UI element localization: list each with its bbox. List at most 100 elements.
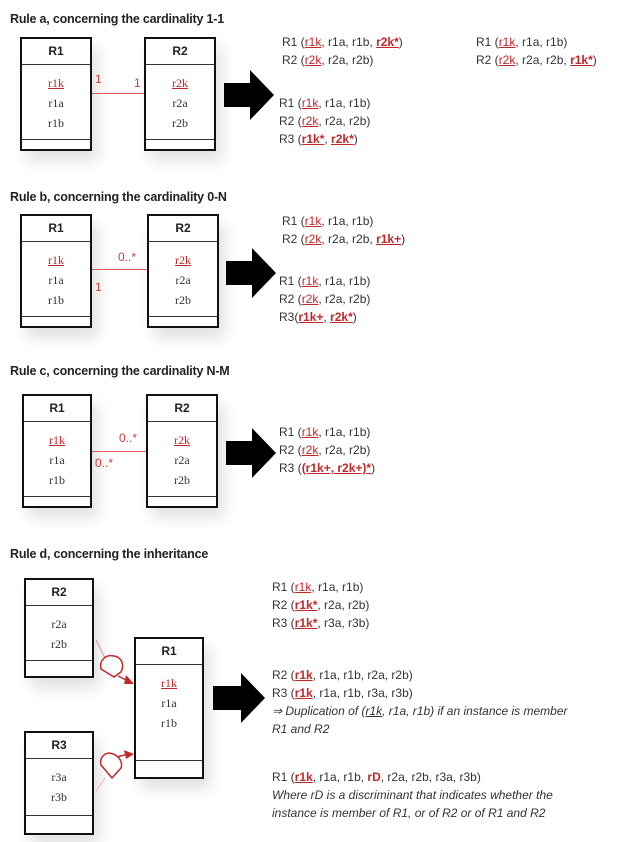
entity-name: R1 bbox=[22, 39, 90, 65]
result-line: R1 (r1k, r1a, r1b) bbox=[279, 425, 371, 439]
rule-d-result-2: R2 (r1k, r1a, r1b, r2a, r2b) R3 (r1k, r1… bbox=[272, 666, 568, 738]
entity-attr: r1a bbox=[48, 96, 64, 110]
entity-key: r1k bbox=[49, 433, 65, 447]
result-text: R2 bbox=[282, 53, 298, 67]
entity-attr: r2a bbox=[175, 273, 191, 287]
result-line: R1 (r1k, r1a, r1b) bbox=[282, 214, 374, 228]
rule-d-entity-r3: R3 r3a r3b bbox=[24, 731, 94, 835]
key-attribute: r1k bbox=[304, 214, 322, 228]
entity-name: R1 bbox=[24, 396, 90, 422]
entity-key: r1k bbox=[48, 76, 64, 90]
result-text: r1a, r1b bbox=[325, 274, 367, 288]
key-attribute: r2k* bbox=[376, 35, 399, 49]
result-text: r2a, r2b bbox=[522, 53, 564, 67]
entity-attr: r2b bbox=[175, 293, 191, 307]
result-text: r2a, r2b bbox=[325, 114, 367, 128]
key-attribute: r2k bbox=[301, 292, 319, 306]
result-text: R1 bbox=[282, 35, 298, 49]
result-text: r1a, r1b, r3a, r3b bbox=[319, 686, 409, 700]
result-text: r1a, r1b, bbox=[319, 770, 368, 784]
entity-key: r2k bbox=[175, 253, 191, 267]
entity-attr: r1a bbox=[48, 273, 64, 287]
entity-attr: r1b bbox=[48, 116, 64, 130]
key-attribute: r2k bbox=[304, 232, 322, 246]
rule-c-title: Rule c, concerning the cardinality N-M bbox=[10, 364, 230, 378]
result-text: r2a, r2b bbox=[328, 232, 370, 246]
result-line: R2 (r2k, r2a, r2b) bbox=[279, 292, 371, 306]
entity-attr: r2a bbox=[174, 453, 190, 467]
right-block-arrow-icon bbox=[224, 70, 274, 120]
entity-attr: r2b bbox=[174, 473, 190, 487]
result-text: , r1a, r1b) if an instance is member bbox=[382, 704, 568, 718]
entity-attr: r1b bbox=[48, 293, 64, 307]
result-text: r1a, r1b bbox=[325, 96, 367, 110]
entity-key: r2k bbox=[172, 76, 188, 90]
key-attribute: r2k bbox=[301, 443, 319, 457]
result-text: R1 bbox=[279, 96, 295, 110]
key-attribute: r1k bbox=[294, 770, 313, 784]
entity-attr: r1a bbox=[49, 453, 65, 467]
rule-c-entity-r1: R1 r1k r1a r1b bbox=[22, 394, 92, 508]
rule-a-relationship-line bbox=[92, 93, 144, 94]
result-text: R2 bbox=[279, 443, 295, 457]
key-attribute: r2k bbox=[304, 53, 322, 67]
rule-d-title: Rule d, concerning the inheritance bbox=[10, 547, 209, 561]
result-text: R2 bbox=[476, 53, 492, 67]
key-attribute: r1k bbox=[294, 668, 313, 682]
entity-key: r1k bbox=[161, 676, 177, 690]
key-attribute: r2k bbox=[301, 114, 319, 128]
result-text: R3 bbox=[272, 616, 288, 630]
key-attribute: r1k bbox=[294, 686, 313, 700]
entity-key: r2k bbox=[174, 433, 190, 447]
result-line: R2 (r2k, r2a, r2b) bbox=[282, 53, 374, 67]
rule-b-entity-r1: R1 r1k r1a r1b bbox=[20, 214, 92, 328]
result-text: R3 bbox=[279, 461, 295, 475]
key-attribute: r1k* bbox=[570, 53, 593, 67]
right-block-arrow-icon bbox=[213, 673, 265, 723]
entity-attr: r3b bbox=[51, 790, 67, 804]
key-attribute: r1k bbox=[304, 35, 322, 49]
rule-d-entity-r1: R1 r1k r1a r1b bbox=[134, 637, 204, 779]
entity-attr: r2a bbox=[172, 96, 188, 110]
result-text: R3 bbox=[272, 686, 288, 700]
key-attribute: r2k* bbox=[331, 132, 354, 146]
key-attribute: r2k* bbox=[330, 310, 353, 324]
rule-b-card-left: 1 bbox=[95, 280, 102, 294]
result-text: r1a, r1b bbox=[325, 425, 367, 439]
rule-b-title: Rule b, concerning the cardinality 0-N bbox=[10, 190, 227, 204]
rule-c-relationship-line bbox=[92, 451, 146, 452]
result-text: R1 bbox=[476, 35, 492, 49]
entity-attr: r1b bbox=[161, 716, 177, 730]
entity-attr: r1b bbox=[49, 473, 65, 487]
rule-c-card-right: 0..* bbox=[119, 431, 138, 445]
result-text: r2a, r2b bbox=[328, 53, 370, 67]
result-line: R1 (r1k, r1a, r1b) bbox=[476, 35, 568, 49]
right-block-arrow-icon bbox=[226, 428, 276, 478]
inheritance-arrow-icon bbox=[95, 639, 134, 684]
result-text: R1 bbox=[282, 214, 298, 228]
key-attribute: r1k bbox=[301, 425, 319, 439]
result-text: r2a, r2b bbox=[325, 443, 367, 457]
right-block-arrow-icon bbox=[226, 248, 276, 298]
entity-name: R2 bbox=[146, 39, 214, 65]
result-text: rD bbox=[367, 770, 381, 784]
key-attribute: r1k* bbox=[294, 616, 318, 630]
result-line: R1 (r1k, r1a, r1b) bbox=[279, 96, 371, 110]
result-line: R2 (r1k, r1a, r1b, r2a, r2b) bbox=[272, 668, 413, 682]
rule-a-entity-r1: R1 r1k r1a r1b bbox=[20, 37, 92, 151]
result-text: R3 bbox=[279, 310, 295, 324]
entity-attr: r1a bbox=[161, 696, 177, 710]
key-attribute: r1k* bbox=[301, 132, 325, 146]
result-line: R3 (r1k*, r3a, r3b) bbox=[272, 616, 370, 630]
result-text: R1 bbox=[272, 770, 288, 784]
key-attribute: r1k+ bbox=[298, 310, 324, 324]
rule-a-title: Rule a, concerning the cardinality 1-1 bbox=[10, 12, 224, 26]
discriminant-note: Where rD is a discriminant that indicate… bbox=[272, 788, 553, 802]
rule-d-entity-r2: R2 r2a r2b bbox=[24, 578, 94, 678]
result-text: r2a, r2b bbox=[325, 292, 367, 306]
entity-attr: r3a bbox=[51, 770, 67, 784]
result-text: r1k bbox=[365, 704, 383, 718]
key-attribute: (r1k+, r2k+)* bbox=[301, 461, 372, 475]
result-text: R1 bbox=[272, 580, 288, 594]
